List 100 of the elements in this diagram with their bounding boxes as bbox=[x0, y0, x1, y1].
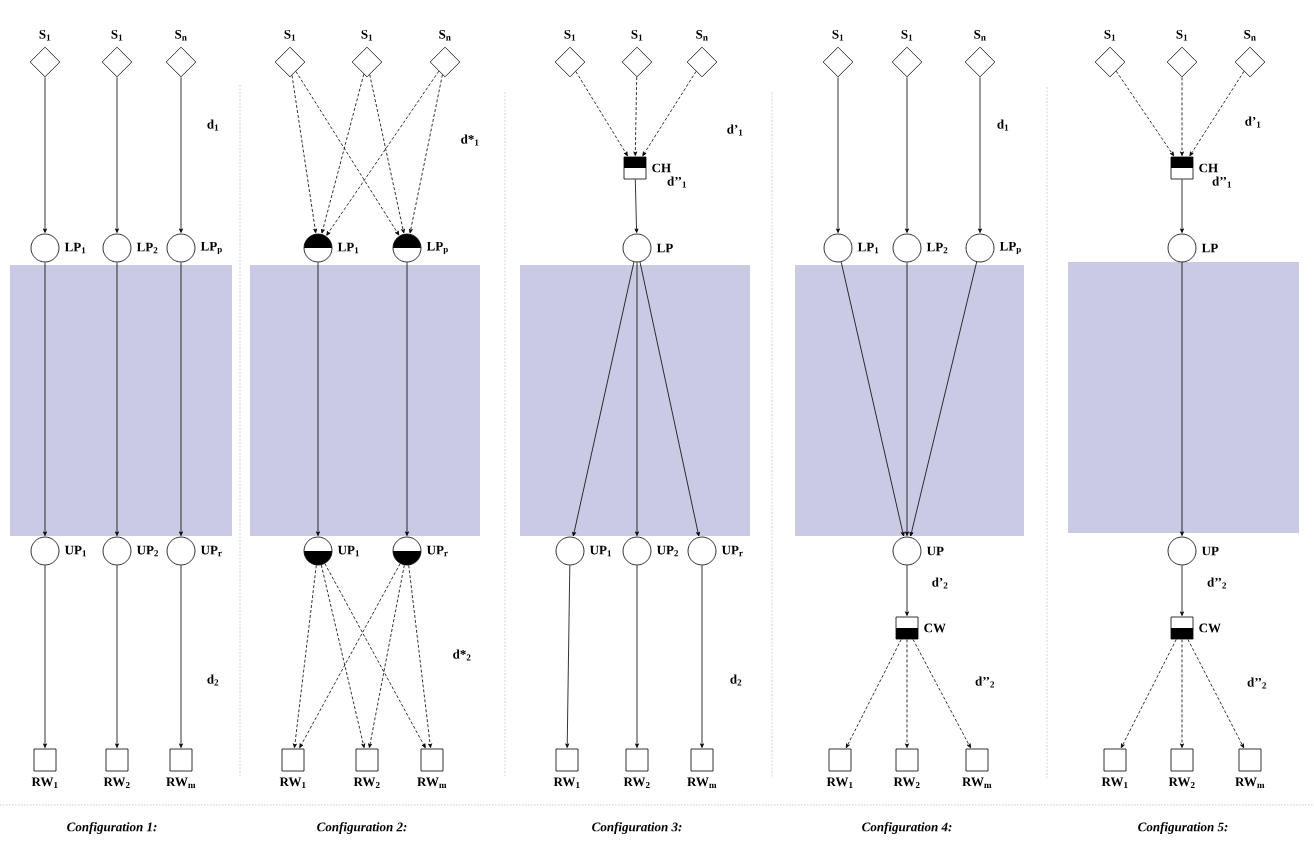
distance-label: d$_{1}$ bbox=[207, 119, 219, 131]
dashed-arrow bbox=[369, 74, 405, 234]
distance-label: d*$_{2}$ bbox=[453, 649, 471, 661]
dashed-arrow bbox=[912, 639, 971, 749]
node-label: UP bbox=[926, 546, 944, 556]
node-label: RW$_{1}$ bbox=[31, 777, 58, 788]
distance-label: d$_{2}$ bbox=[207, 674, 219, 686]
node-label: RW$_{1}$ bbox=[279, 777, 306, 788]
distance-label: d*$_{1}$ bbox=[461, 134, 479, 146]
node-label: S$_{1}$ bbox=[631, 29, 643, 41]
node-label: UP$_{2}$ bbox=[136, 545, 159, 557]
caption: Configuration 5: bbox=[1138, 822, 1228, 834]
node-label: RW$_{m}$ bbox=[962, 777, 992, 788]
node-label: UP$_{1}$ bbox=[337, 545, 359, 557]
node-label: S$_{n}$ bbox=[175, 30, 187, 41]
dashed-arrow bbox=[368, 564, 405, 748]
node-label: LP$_{p}$ bbox=[426, 241, 448, 255]
node-label: CH bbox=[652, 163, 671, 173]
arrow bbox=[1180, 565, 1184, 616]
distance-label: d’’$_{2}$ bbox=[1207, 577, 1227, 589]
arrow bbox=[905, 565, 909, 616]
dashed-arrow bbox=[408, 564, 433, 748]
node-label: CH bbox=[1199, 163, 1218, 173]
arrow bbox=[700, 565, 704, 748]
dashed-arrow bbox=[326, 70, 440, 236]
arrow bbox=[405, 262, 409, 536]
node-label: S$_{1}$ bbox=[1176, 29, 1188, 41]
dashed-arrow bbox=[845, 639, 902, 749]
node-label: LP$_{1}$ bbox=[857, 242, 879, 254]
node-label: UP$_{2}$ bbox=[656, 545, 679, 557]
node-label: S$_{1}$ bbox=[901, 29, 913, 41]
distance-label: d’$_{1}$ bbox=[727, 124, 743, 136]
node-label: S$_{n}$ bbox=[974, 30, 986, 41]
distance-label: d$_{1}$ bbox=[997, 119, 1009, 131]
node-label: RW$_{1}$ bbox=[553, 777, 580, 788]
node-label: RW$_{1}$ bbox=[1101, 777, 1128, 788]
node-label: RW$_{m}$ bbox=[166, 777, 196, 788]
node-label: S$_{n}$ bbox=[696, 30, 708, 41]
arrow bbox=[639, 261, 700, 537]
node-label: S$_{1}$ bbox=[1104, 29, 1116, 41]
arrow bbox=[115, 262, 119, 536]
node-label: UP bbox=[1201, 546, 1219, 556]
arrow bbox=[978, 77, 982, 233]
dashed-arrow bbox=[633, 76, 638, 156]
dashed-arrow bbox=[1115, 70, 1175, 157]
arrow bbox=[1180, 179, 1184, 233]
dashed-arrow bbox=[324, 563, 426, 749]
node-label: CW bbox=[924, 623, 946, 633]
dashed-arrow bbox=[299, 563, 401, 749]
node-label: S$_{1}$ bbox=[39, 29, 51, 41]
node-label: UP$_{r}$ bbox=[426, 545, 448, 557]
arrow bbox=[905, 262, 909, 536]
dashed-arrow bbox=[575, 71, 628, 157]
dashed-arrow bbox=[295, 71, 400, 236]
arrow bbox=[635, 262, 639, 536]
node-label: S$_{1}$ bbox=[564, 29, 576, 41]
dashed-arrow bbox=[291, 75, 318, 234]
node-label: RW$_{2}$ bbox=[1168, 777, 1195, 788]
node-label: LP$_{p}$ bbox=[200, 241, 222, 255]
arrow bbox=[905, 77, 909, 233]
arrow bbox=[635, 565, 639, 748]
arrow bbox=[565, 565, 571, 748]
node-label: UP$_{1}$ bbox=[64, 545, 86, 557]
node-label: UP$_{1}$ bbox=[589, 545, 611, 557]
arrow bbox=[43, 565, 47, 748]
node-label: LP$_{2}$ bbox=[136, 242, 158, 254]
dashed-arrow bbox=[642, 71, 697, 157]
dashed-arrow bbox=[320, 73, 365, 234]
distance-label: d’$_{2}$ bbox=[932, 577, 948, 589]
node-label: S$_{1}$ bbox=[361, 29, 373, 41]
dashed-arrow bbox=[1187, 639, 1245, 749]
arrow bbox=[43, 262, 47, 536]
node-label: RW$_{m}$ bbox=[1235, 777, 1265, 788]
dashed-arrow bbox=[408, 74, 443, 234]
caption: Configuration 2: bbox=[317, 822, 407, 834]
arrow bbox=[179, 77, 183, 233]
arrow bbox=[179, 565, 183, 748]
node-label: RW$_{m}$ bbox=[687, 777, 717, 788]
arrow bbox=[43, 77, 47, 233]
node-label: RW$_{2}$ bbox=[893, 777, 920, 788]
node-label: S$_{1}$ bbox=[111, 29, 123, 41]
distance-label: d’’$_{2}$ bbox=[1247, 677, 1267, 689]
node-label: LP bbox=[1201, 243, 1218, 253]
node-label: UP$_{r}$ bbox=[721, 545, 743, 557]
node-label: S$_{1}$ bbox=[832, 29, 844, 41]
dashed-arrow bbox=[1120, 639, 1177, 749]
arrow bbox=[572, 261, 635, 537]
distance-label: d’$_{1}$ bbox=[1245, 116, 1261, 128]
caption: Configuration 4: bbox=[862, 822, 952, 834]
arrow bbox=[115, 77, 119, 233]
node-label: S$_{n}$ bbox=[439, 30, 451, 41]
dashed-arrow bbox=[1180, 639, 1184, 748]
node-label: LP$_{1}$ bbox=[337, 242, 359, 254]
node-label: UP$_{r}$ bbox=[200, 545, 222, 557]
caption: Configuration 3: bbox=[592, 822, 682, 834]
node-label: S$_{1}$ bbox=[284, 29, 296, 41]
node-label: LP$_{1}$ bbox=[64, 242, 86, 254]
arrow bbox=[634, 179, 639, 233]
node-label: RW$_{2}$ bbox=[353, 777, 380, 788]
caption: Configuration 1: bbox=[67, 822, 157, 834]
